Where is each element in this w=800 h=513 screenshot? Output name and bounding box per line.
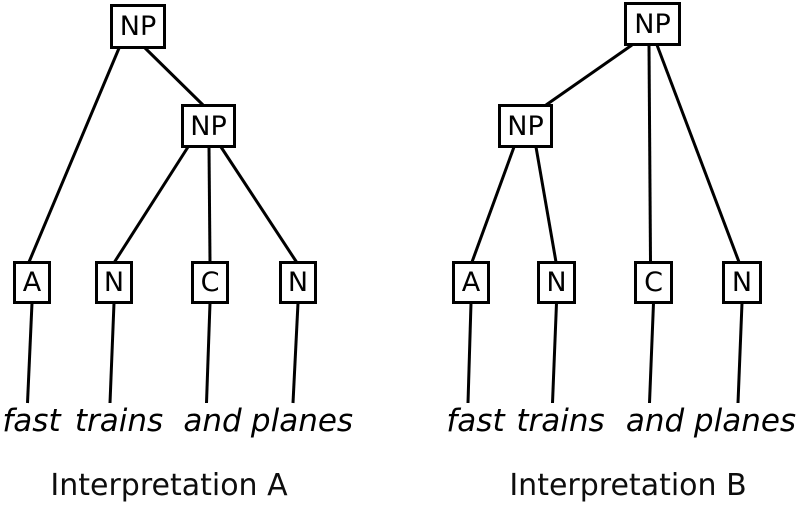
tree-b-word-and: and — [625, 403, 685, 439]
tree-a-word-and: and — [183, 403, 242, 439]
tree-b-inner-np-node: NP — [498, 104, 553, 148]
stem-a-fast — [26, 302, 34, 404]
tree-a-inner-np-node: NP — [181, 104, 236, 148]
tree-a-word-fast: fast — [2, 403, 61, 439]
stem-b-fast — [466, 302, 473, 404]
edge-b-inner-to-a — [470, 146, 516, 263]
stem-b-planes — [736, 302, 744, 404]
tree-b-word-planes: planes — [693, 403, 797, 439]
tree-a-terminal-n2-node: N — [279, 261, 317, 304]
tree-a-caption: Interpretation A — [50, 468, 288, 503]
tree-a-word-planes: planes — [250, 403, 354, 439]
edge-a-inner-to-c — [207, 146, 212, 263]
edge-b-root-to-c — [647, 44, 652, 263]
tree-a-word-trains: trains — [74, 403, 164, 439]
tree-a-root-np-node: NP — [110, 4, 166, 49]
tree-b-root-np-node: NP — [624, 2, 681, 46]
stem-a-trains — [108, 302, 116, 404]
tree-b-terminal-n2-node: N — [722, 261, 762, 304]
tree-b-caption: Interpretation B — [509, 468, 747, 503]
edge-b-inner-to-n1 — [534, 146, 558, 263]
edge-b-root-to-n2 — [655, 44, 741, 263]
stem-a-and — [205, 302, 212, 404]
tree-a-terminal-c-node: C — [191, 261, 229, 304]
tree-b-word-trains: trains — [516, 403, 605, 439]
edge-b-root-to-inner-np — [545, 43, 633, 107]
tree-a-terminal-n1-node: N — [95, 261, 133, 304]
stem-a-planes — [291, 302, 300, 404]
edge-a-inner-to-n1 — [113, 146, 190, 263]
tree-b-terminal-a-node: A — [452, 261, 490, 304]
edge-a-inner-to-n2 — [219, 146, 298, 263]
stem-b-trains — [551, 302, 558, 404]
edge-a-root-to-inner-np — [142, 45, 205, 107]
tree-a-terminal-a-node: A — [13, 261, 51, 304]
stem-b-and — [648, 302, 655, 404]
tree-b-terminal-c-node: C — [634, 261, 673, 304]
tree-b-word-fast: fast — [446, 403, 505, 439]
tree-b-terminal-n1-node: N — [537, 261, 576, 304]
edge-a-root-to-a — [27, 46, 121, 263]
